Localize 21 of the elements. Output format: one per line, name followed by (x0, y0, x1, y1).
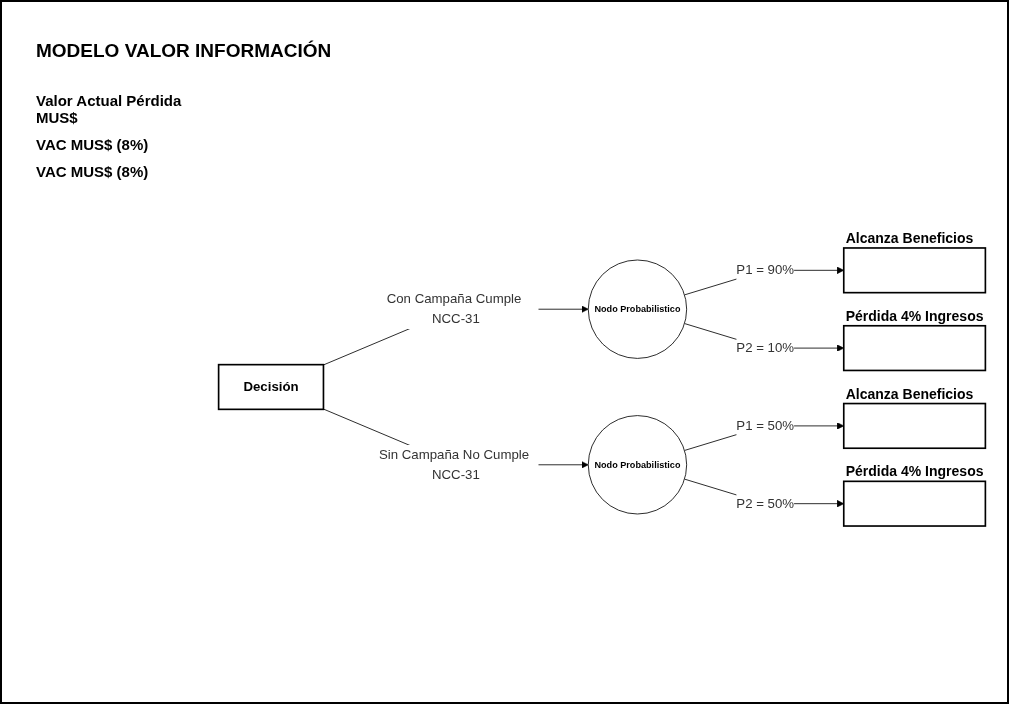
diagram-title: MODELO VALOR INFORMACIÓN (36, 40, 332, 62)
note-text: VAC MUS$ (8%) (36, 136, 150, 153)
node-box: Decisión (217, 363, 325, 411)
edge-label: P1 = 50% (736, 418, 795, 433)
edge-label: P1 = 90% (736, 262, 795, 277)
node-box (842, 480, 987, 527)
node-box (842, 402, 987, 450)
outcome-caption: Alcanza Beneficios (845, 229, 974, 246)
node-circle: Nodo Probabilistico (587, 259, 688, 359)
outcome-caption: Alcanza Beneficios (845, 385, 974, 402)
edge-label: P2 = 50% (736, 496, 795, 511)
edge-label: Sin Campaña No Cumple NCC-31 (378, 447, 530, 482)
note-text: VAC MUS$ (8%) (36, 163, 150, 180)
edge-label: Con Campaña Cumple NCC-31 (386, 291, 522, 326)
node-box (842, 324, 987, 372)
note-text: Valor Actual Pérdida MUS$ (36, 92, 183, 126)
node-box (842, 247, 987, 294)
edge-label: P2 = 10% (736, 340, 795, 355)
node-circle: Nodo Probabilistico (587, 415, 688, 515)
outcome-caption: Pérdida 4% Ingresos (845, 307, 984, 324)
outcome-caption: Pérdida 4% Ingresos (845, 463, 984, 480)
